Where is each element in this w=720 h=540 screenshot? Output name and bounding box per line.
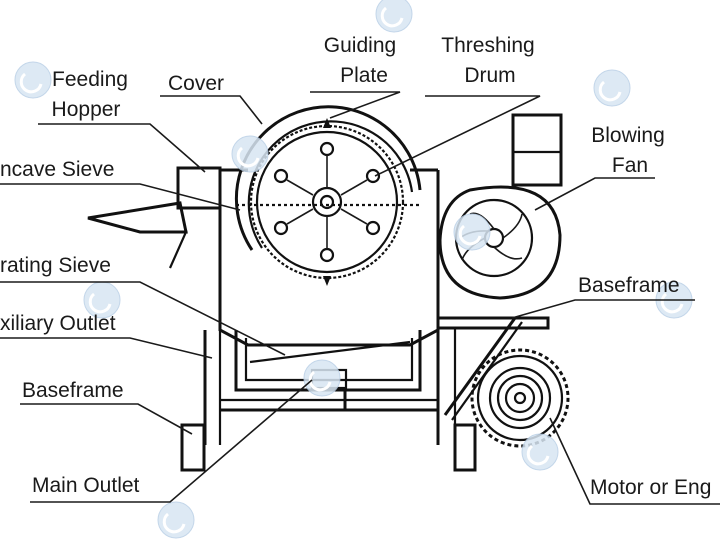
leader-main-outlet <box>30 379 313 503</box>
labels: Feeding Hopper Cover Guiding Plate Thres… <box>0 34 711 499</box>
label-guiding-plate-2: Plate <box>340 64 388 87</box>
label-feeding-hopper-2: Hopper <box>52 98 121 121</box>
label-blowing-fan-2: Fan <box>612 154 648 177</box>
threshing-drum <box>249 118 405 286</box>
watermark-icon <box>453 213 491 251</box>
watermark-icon <box>157 501 195 539</box>
label-threshing-drum-1: Threshing <box>441 34 534 57</box>
label-threshing-drum-2: Drum <box>464 64 515 87</box>
leader-blowing-fan <box>534 177 655 211</box>
leader-auxiliary-outlet <box>0 337 213 359</box>
leader-guiding-plate <box>310 91 401 119</box>
cover <box>234 105 422 251</box>
label-motor-or-engine: Motor or Eng <box>590 476 711 499</box>
label-main-outlet: Main Outlet <box>32 474 140 497</box>
watermark-icon <box>14 61 52 99</box>
leader-motor-engine <box>549 417 720 505</box>
leader-feeding-hopper <box>38 123 206 173</box>
cover-inner <box>247 120 414 249</box>
leader-lines <box>0 91 720 505</box>
label-guiding-plate-1: Guiding <box>324 34 396 57</box>
leader-vibrating-sieve <box>0 281 286 356</box>
leader-threshing-drum <box>374 95 541 177</box>
watermark-icon <box>231 135 269 173</box>
leader-baseframe-right <box>511 299 695 319</box>
watermark-badges <box>14 0 693 539</box>
watermark-icon <box>375 0 413 33</box>
label-cover: Cover <box>168 72 224 95</box>
watermark-icon <box>593 69 631 107</box>
leader-cover <box>160 95 263 125</box>
watermark-icon <box>83 281 121 319</box>
motor-pulley <box>470 348 570 448</box>
leader-baseframe-left <box>20 403 193 435</box>
label-feeding-hopper-1: Feeding <box>52 68 128 91</box>
label-blowing-fan-1: Blowing <box>591 124 665 147</box>
label-auxiliary-outlet: xiliary Outlet <box>0 312 116 335</box>
watermark-icon <box>521 433 559 471</box>
label-vibrating-sieve: rating Sieve <box>0 254 111 277</box>
leader-concave-sieve <box>0 183 241 211</box>
label-concave-sieve: ncave Sieve <box>0 158 114 181</box>
label-baseframe-left: Baseframe <box>22 379 124 402</box>
feeding-hopper <box>87 166 222 269</box>
label-baseframe-right: Baseframe <box>578 274 680 297</box>
left-frame <box>180 330 438 472</box>
watermark-icon <box>303 359 341 397</box>
